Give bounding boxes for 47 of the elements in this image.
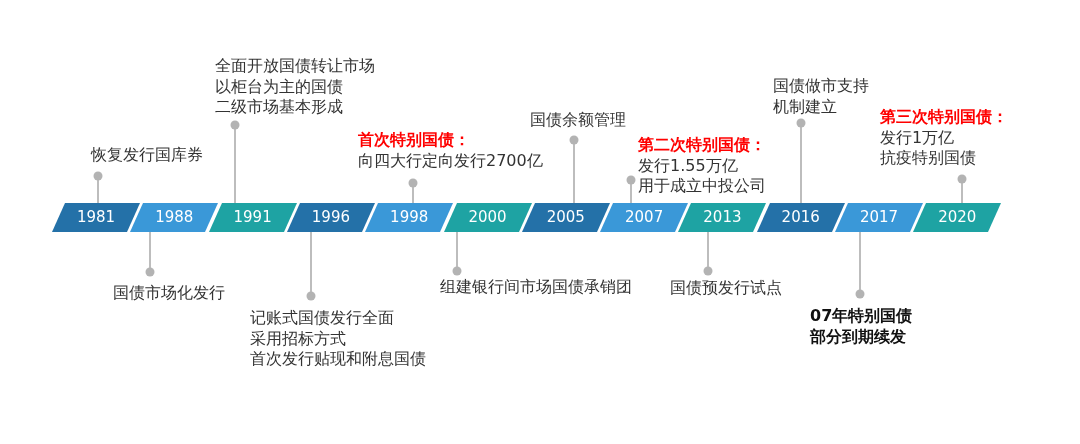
event-text: 二级市场基本形成 — [215, 97, 344, 118]
leader-line — [569, 135, 579, 204]
year-label: 2020 — [937, 208, 978, 227]
event-text: 国债做市支持 — [773, 76, 869, 97]
event-text: 发行1万亿 — [880, 127, 956, 148]
event-text: 采用招标方式 — [250, 328, 347, 349]
year-label: 1988 — [154, 208, 195, 227]
event-text: 07年特别国债 — [810, 306, 913, 327]
year-label: 1981 — [75, 208, 117, 227]
event-text: 国债余额管理 — [530, 110, 626, 131]
event-text: 国债市场化发行 — [113, 283, 225, 304]
leader-line — [306, 231, 316, 301]
year-label: 2005 — [545, 208, 586, 227]
event-text: 国债预发行试点 — [670, 278, 782, 299]
event-text: 记账式国债发行全面 — [250, 308, 395, 329]
leader-line — [855, 231, 865, 299]
event-heading: 第二次特别国债： — [638, 135, 766, 156]
event-text: 恢复发行国库券 — [91, 145, 203, 166]
year-label: 1998 — [389, 208, 430, 227]
leader-line — [626, 175, 636, 204]
event-text: 发行1.55万亿 — [638, 155, 739, 176]
event-text: 组建银行间市场国债承销团 — [440, 277, 632, 298]
event-text: 以柜台为主的国债 — [215, 76, 344, 97]
event-text: 用于成立中投公司 — [638, 176, 766, 197]
event-text: 向四大行定向发行2700亿 — [358, 150, 543, 171]
event-text: 机制建立 — [773, 96, 838, 117]
year-label: 2000 — [467, 208, 508, 227]
year-label: 1996 — [310, 208, 351, 227]
event-text: 抗疫特别国债 — [880, 148, 977, 169]
leader-line — [703, 231, 713, 276]
event-heading: 第三次特别国债： — [880, 107, 1008, 128]
year-label: 2007 — [624, 208, 665, 227]
leader-line — [408, 178, 418, 204]
event-heading: 首次特别国债： — [358, 130, 471, 151]
year-label: 2017 — [858, 208, 900, 227]
year-label: 1991 — [232, 208, 273, 227]
event-text: 全面开放国债转让市场 — [215, 56, 375, 77]
leader-line — [230, 120, 240, 204]
leader-line — [452, 231, 462, 276]
leader-line — [145, 231, 155, 277]
leader-line — [796, 118, 806, 204]
event-text: 部分到期续发 — [810, 326, 907, 347]
leader-line — [93, 171, 103, 204]
leader-line — [957, 174, 967, 204]
year-label: 2016 — [780, 208, 821, 227]
event-text: 首次发行贴现和附息国债 — [250, 349, 426, 370]
year-label: 2013 — [702, 208, 743, 227]
